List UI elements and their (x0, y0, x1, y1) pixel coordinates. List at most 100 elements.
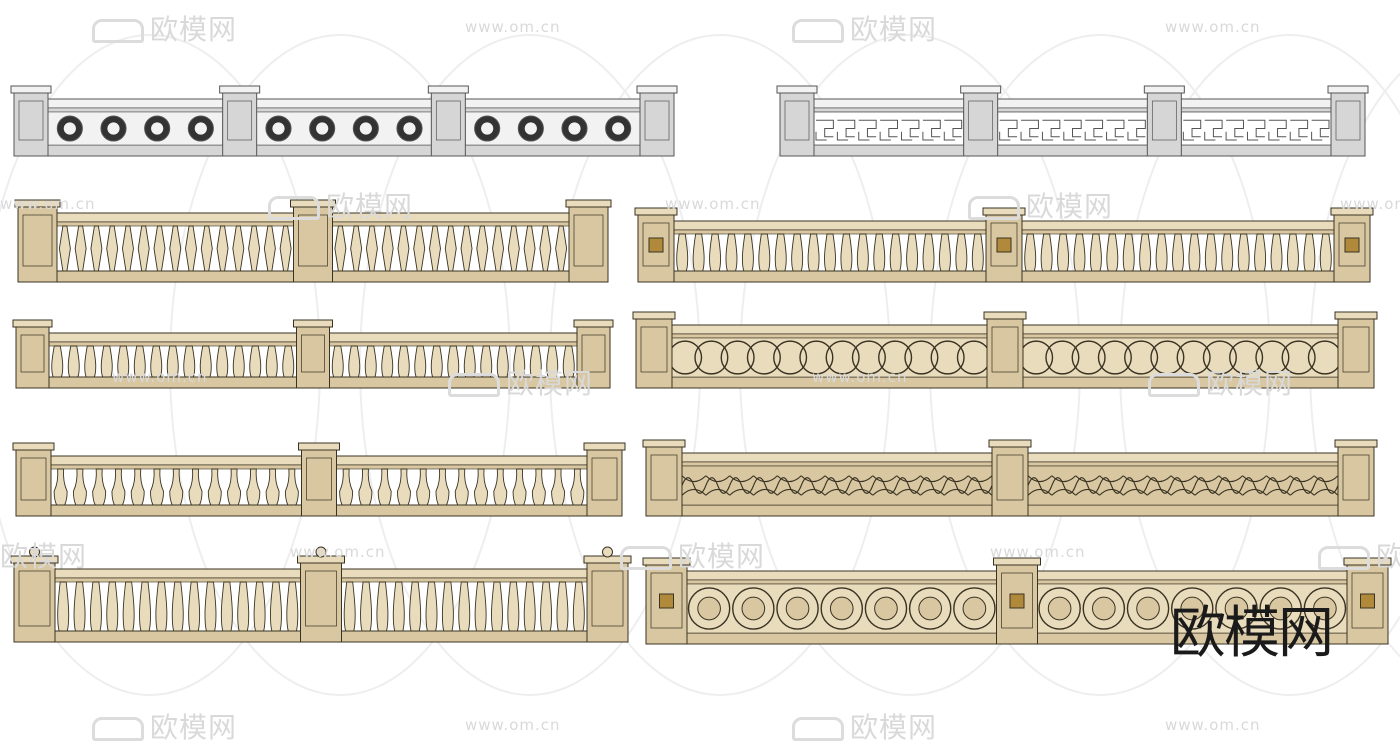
railing-post (568, 206, 609, 283)
fret-pattern (1289, 119, 1309, 141)
railing-post (779, 92, 815, 157)
railing-post-panel (435, 100, 461, 141)
railing-post-cap (298, 442, 340, 451)
scroll-ornament (896, 475, 921, 496)
watermark-logo: 欧模网 (1318, 535, 1400, 575)
fret-pattern (943, 119, 963, 141)
railing-post (586, 449, 623, 517)
railing-4 (634, 207, 1374, 283)
railing-post (1146, 92, 1182, 157)
ring-ornament (1202, 340, 1237, 375)
railing-post (635, 318, 673, 389)
baluster (1270, 233, 1283, 272)
railing-post-cap (427, 85, 469, 94)
scroll-ornament (919, 475, 945, 496)
baluster (137, 225, 150, 272)
watermark-sofa-icon (792, 717, 844, 741)
fret-pattern (999, 119, 1018, 141)
fret-pattern (879, 119, 899, 141)
baluster (1073, 233, 1086, 272)
fret-pattern (815, 119, 834, 141)
baluster (139, 581, 151, 632)
baluster (1089, 233, 1102, 272)
scroll-ornament (1051, 475, 1077, 496)
ring-inner (829, 596, 854, 621)
baluster (414, 345, 427, 378)
baluster (409, 581, 422, 632)
baluster (111, 468, 126, 506)
watermark-url: www.om.cn (1165, 18, 1261, 36)
watermark-logo: 欧模网 (792, 706, 937, 746)
baluster (955, 233, 968, 272)
baluster (204, 581, 217, 632)
railing-post (639, 92, 675, 157)
baluster (381, 225, 394, 272)
baluster (1122, 233, 1135, 272)
baluster (153, 225, 166, 272)
railing-post-cap (565, 199, 612, 208)
railing-post-cap (14, 199, 61, 208)
rosette-center (106, 121, 121, 136)
baluster (397, 345, 410, 378)
post-finial-ball (29, 546, 40, 558)
railing-8 (642, 439, 1378, 517)
fret-pattern (901, 119, 920, 141)
railing-handrail-moulding (13, 107, 675, 113)
baluster (106, 581, 119, 632)
railing-post (430, 92, 466, 157)
watermark-logo: 欧模网 (968, 185, 1113, 225)
scroll-ornament (1122, 475, 1148, 496)
ring-inner (1092, 596, 1116, 621)
railing-post (15, 449, 52, 517)
watermark-url: www.om.cn (112, 368, 208, 386)
railing-post-panel (20, 334, 45, 373)
baluster (169, 468, 184, 506)
railing-post-panel (991, 326, 1019, 373)
baluster (350, 225, 363, 272)
rosette-center (271, 121, 286, 136)
baluster (476, 225, 489, 272)
ring-ornament (878, 340, 913, 375)
baluster (220, 581, 233, 632)
baluster (122, 581, 135, 632)
baluster (331, 345, 344, 378)
scroll-ornament (681, 475, 707, 496)
ring-ornament (746, 340, 781, 375)
railing-post (1337, 446, 1375, 517)
ring-ornament (1303, 587, 1347, 630)
railing-catalog: 欧模网 www.om.cn 欧模网 www.om.cn www.om.cn 欧模… (0, 13, 1400, 744)
post-ornament-icon (1009, 593, 1025, 609)
ring-ornament (1082, 587, 1126, 630)
watermark-sofa-icon (448, 373, 500, 397)
baluster (971, 233, 984, 272)
baluster (1319, 233, 1332, 272)
railing-handrail-moulding (779, 107, 1366, 113)
baluster (725, 233, 738, 272)
baluster (121, 225, 134, 272)
baluster (248, 225, 261, 272)
post-ornament-icon (1360, 593, 1375, 609)
railing-post-cap (583, 442, 626, 451)
post-ornament-icon (659, 593, 674, 609)
ring-ornament (799, 340, 834, 375)
railing-post-panel (1342, 326, 1370, 373)
baluster (556, 581, 569, 632)
ring-ornament (851, 340, 886, 375)
ring-inner (1313, 596, 1337, 621)
baluster (265, 345, 278, 378)
ring-inner (697, 596, 721, 621)
baluster (232, 345, 245, 378)
baluster (166, 345, 179, 378)
railing-10 (642, 557, 1392, 645)
baluster (392, 581, 405, 632)
scroll-ornament (776, 475, 802, 496)
railing-post-cap (1334, 439, 1378, 448)
watermark-sofa-icon (1318, 546, 1370, 570)
baluster (133, 345, 146, 378)
railing-post-panel (642, 222, 670, 267)
baluster (889, 233, 902, 272)
scroll-ornament (800, 475, 826, 496)
brand-logo-text: 欧模网 (1170, 601, 1334, 666)
baluster (169, 225, 182, 272)
watermark-sofa-icon (1148, 373, 1200, 397)
